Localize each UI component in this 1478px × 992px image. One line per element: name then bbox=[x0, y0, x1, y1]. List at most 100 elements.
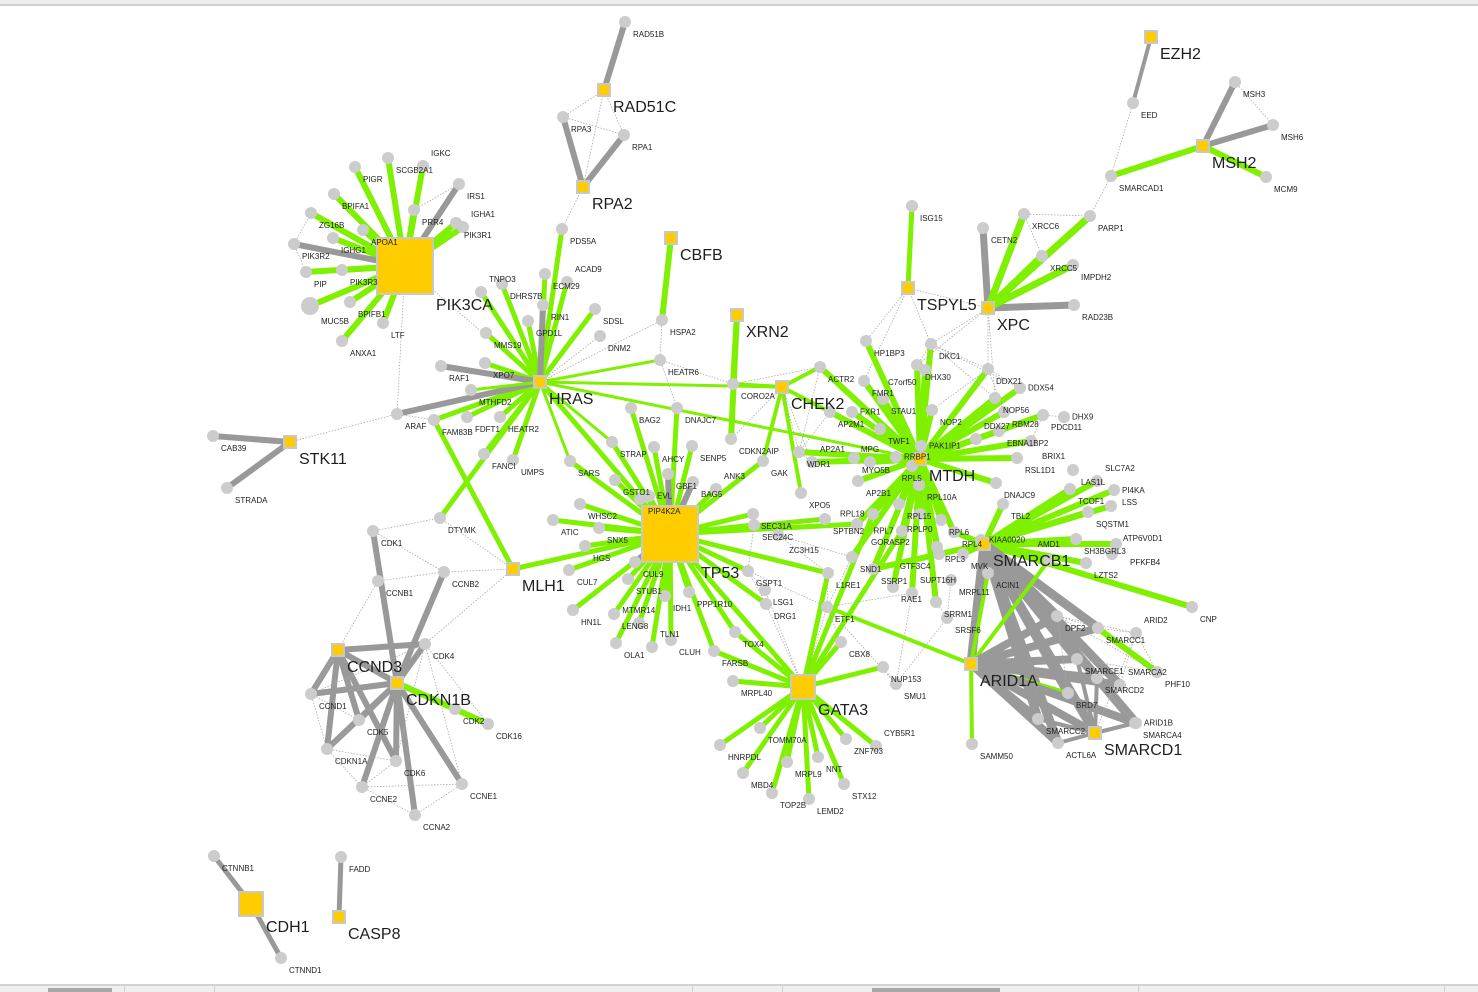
gene-node-sec24c[interactable] bbox=[748, 519, 760, 531]
gene-node-hp1bp3[interactable] bbox=[860, 335, 872, 347]
gene-node-fxr1[interactable] bbox=[846, 406, 858, 418]
gene-node-twf1[interactable] bbox=[874, 423, 886, 435]
gene-node-supt16h[interactable] bbox=[906, 587, 918, 599]
gene-node-rpa1[interactable] bbox=[618, 129, 630, 141]
gene-node-rpl7[interactable] bbox=[896, 525, 908, 537]
gene-node-ccnb2[interactable] bbox=[438, 566, 450, 578]
gene-node-bpifa1[interactable] bbox=[328, 188, 340, 200]
gene-node-rplp0[interactable] bbox=[914, 508, 926, 520]
gene-node-stx12[interactable] bbox=[838, 778, 850, 790]
gene-node-dpf2[interactable] bbox=[1051, 610, 1063, 622]
gene-node-acin1[interactable] bbox=[982, 567, 994, 579]
hub-node-gata3[interactable] bbox=[792, 676, 814, 698]
gene-node-xrcc6[interactable] bbox=[1018, 208, 1030, 220]
gene-node-ola1[interactable] bbox=[610, 637, 622, 649]
gene-node-fmr1[interactable] bbox=[858, 375, 870, 387]
gene-node-gsto1[interactable] bbox=[609, 474, 621, 486]
gene-node-sh3bgrl3[interactable] bbox=[1070, 533, 1082, 545]
gene-node-amd1[interactable] bbox=[1043, 554, 1055, 566]
hub-node-msh2[interactable] bbox=[1198, 141, 1208, 151]
gene-node-gorasp2[interactable] bbox=[851, 518, 863, 530]
gene-node-rad23b[interactable] bbox=[1068, 299, 1080, 311]
gene-node-tnpo3[interactable] bbox=[475, 286, 487, 298]
gene-node-mpg[interactable] bbox=[864, 456, 876, 468]
gene-node-cdk16[interactable] bbox=[482, 718, 494, 730]
gene-node-ddx54[interactable] bbox=[1014, 382, 1026, 394]
gene-node-las1l[interactable] bbox=[1067, 464, 1079, 476]
gene-node-ecm29[interactable] bbox=[539, 268, 551, 280]
hub-node-ezh2[interactable] bbox=[1146, 32, 1156, 42]
gene-node-mrpl11[interactable] bbox=[945, 574, 957, 586]
gene-node-gpd1l[interactable] bbox=[522, 315, 534, 327]
gene-node-srrm1[interactable] bbox=[930, 596, 942, 608]
gene-node-gbf1[interactable] bbox=[662, 468, 674, 480]
gene-node-top2b[interactable] bbox=[766, 787, 778, 799]
gene-node-ccna2[interactable] bbox=[409, 809, 421, 821]
gene-node-ighg1[interactable] bbox=[327, 232, 339, 244]
gene-node-parp1[interactable] bbox=[1084, 210, 1096, 222]
gene-node-cab39[interactable] bbox=[207, 430, 219, 442]
hub-node-mlh1[interactable] bbox=[508, 564, 518, 574]
network-graph[interactable]: RAD51BRPA3RPA1PDS5AEEDMSH3MSH6MCM9SMARCA… bbox=[0, 6, 1478, 984]
gene-node-ppp1r10[interactable] bbox=[683, 586, 695, 598]
gene-node-pds5a[interactable] bbox=[556, 223, 568, 235]
gene-node-ddx21[interactable] bbox=[982, 363, 994, 375]
gene-node-cluh[interactable] bbox=[665, 634, 677, 646]
gene-node-impdh2[interactable] bbox=[1067, 259, 1079, 271]
gene-node-pi4ka[interactable] bbox=[1105, 500, 1117, 512]
gene-node-pigr[interactable] bbox=[349, 161, 361, 173]
gene-node-acad9[interactable] bbox=[561, 276, 573, 288]
gene-node-myo5b[interactable] bbox=[848, 452, 860, 464]
gene-node-hspa2[interactable] bbox=[656, 314, 668, 326]
gene-node-bag5[interactable] bbox=[687, 476, 699, 488]
gene-node-gspt1[interactable] bbox=[742, 565, 754, 577]
gene-node-cdk4[interactable] bbox=[419, 638, 431, 650]
gene-node-stub1[interactable] bbox=[622, 573, 634, 585]
gene-node-dhrs7b[interactable] bbox=[496, 278, 508, 290]
hub-node-smarcd1[interactable] bbox=[1090, 728, 1100, 738]
gene-node-rpl10a[interactable] bbox=[913, 479, 925, 491]
gene-node-raf1[interactable] bbox=[435, 360, 447, 372]
gene-node-zc3h15[interactable] bbox=[772, 529, 784, 541]
gene-node-smarcc2[interactable] bbox=[1032, 713, 1044, 725]
gene-node-cdk1[interactable] bbox=[367, 525, 379, 537]
scroll-thumb-left[interactable] bbox=[48, 988, 112, 992]
hub-node-hras[interactable] bbox=[535, 377, 545, 387]
gene-node-dnajc9[interactable] bbox=[990, 477, 1002, 489]
gene-node-ssrp1[interactable] bbox=[867, 563, 879, 575]
gene-node-farsb[interactable] bbox=[708, 645, 720, 657]
gene-node-pik3r3[interactable] bbox=[336, 264, 348, 276]
gene-node-tomm70a[interactable] bbox=[754, 722, 766, 734]
gene-node-rpl18[interactable] bbox=[867, 508, 879, 520]
gene-node-lsg1[interactable] bbox=[759, 584, 771, 596]
gene-node-bpifb1[interactable] bbox=[344, 296, 356, 308]
gene-node-isg15[interactable] bbox=[906, 200, 918, 212]
gene-node-mvk[interactable] bbox=[957, 548, 969, 560]
gene-node-mms19[interactable] bbox=[480, 327, 492, 339]
gene-node-heatr2[interactable] bbox=[494, 411, 506, 423]
gene-node-strada[interactable] bbox=[221, 482, 233, 494]
hub-node-ccnd3[interactable] bbox=[333, 645, 343, 655]
gene-node-cul9[interactable] bbox=[629, 556, 641, 568]
gene-node-gak[interactable] bbox=[757, 455, 769, 467]
gene-node-atic[interactable] bbox=[547, 514, 559, 526]
gene-node-araf[interactable] bbox=[391, 408, 403, 420]
gene-node-sqstm1[interactable] bbox=[1082, 506, 1094, 518]
gene-node-cdk2[interactable] bbox=[449, 703, 461, 715]
gene-node-atp6v0d1[interactable] bbox=[1106, 548, 1118, 560]
hub-node-stk11[interactable] bbox=[285, 437, 295, 447]
hub-node-pik3ca[interactable] bbox=[378, 239, 432, 293]
gene-node-mbd4[interactable] bbox=[737, 767, 749, 779]
gene-node-rrbp1[interactable] bbox=[890, 451, 902, 463]
gene-node-idh1[interactable] bbox=[659, 590, 671, 602]
gene-node-rpl15[interactable] bbox=[893, 498, 905, 510]
gene-node-arid1b[interactable] bbox=[1130, 717, 1142, 729]
gene-node-snd1[interactable] bbox=[846, 551, 858, 563]
gene-node-igha1[interactable] bbox=[457, 221, 469, 233]
gene-node-sars[interactable] bbox=[564, 455, 576, 467]
hub-node-chek2[interactable] bbox=[777, 382, 787, 392]
gene-node-nop56[interactable] bbox=[989, 392, 1001, 404]
gene-node-senp5[interactable] bbox=[686, 440, 698, 452]
gene-node-slc7a2[interactable] bbox=[1091, 475, 1103, 487]
